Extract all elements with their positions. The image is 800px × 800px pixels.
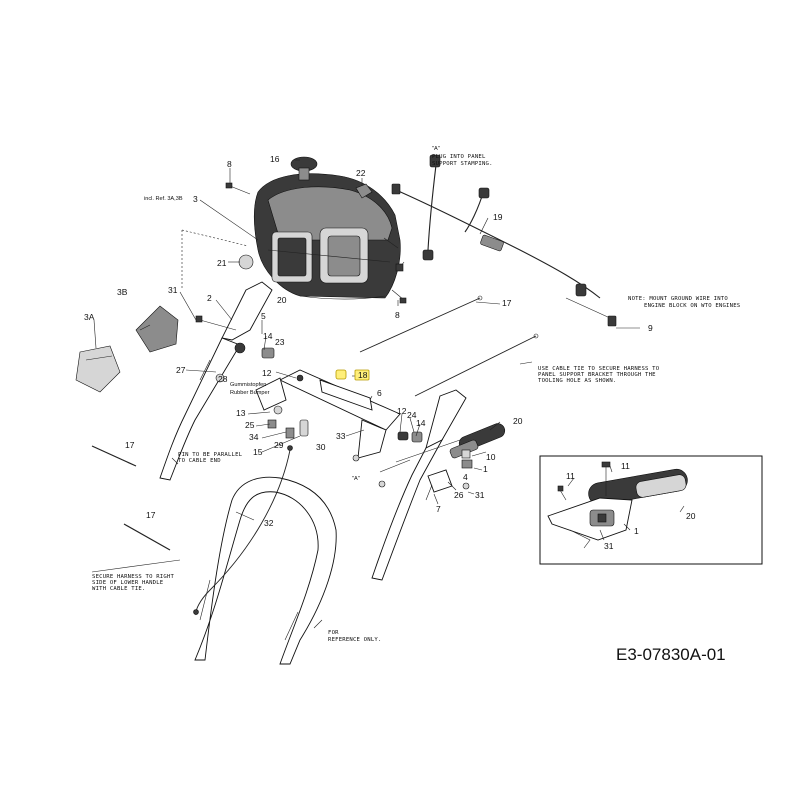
part-number: 20 (513, 416, 523, 426)
text-labels: incl. Ref. 3A,3B Gummistopfen Rubber Bum… (92, 146, 740, 664)
part-number-highlighted: 18 (358, 370, 368, 380)
part-number: 15 (253, 447, 263, 457)
part-number: 3 (193, 194, 198, 204)
part-number: 16 (270, 154, 280, 164)
pin-note-line: TO CABLE END (178, 458, 221, 464)
part-number: 11 (621, 461, 630, 471)
part-number: 17 (502, 298, 512, 308)
cable-tie-note-line: TOOLING HOLE AS SHOWN. (538, 378, 617, 384)
part-number: 1 (634, 526, 639, 536)
part-number: 21 (217, 258, 227, 268)
highlighted-part-18 (335, 369, 347, 380)
ground-note-line: ENGINE BLOCK ON WTO ENGINES (644, 303, 740, 309)
part-number: 17 (125, 440, 135, 450)
cable-tie-note-line: PANEL SUPPORT BRACKET THROUGH THE (538, 372, 656, 378)
part-number: 11 (566, 471, 575, 481)
harness-note-line: WITH CABLE TIE. (92, 586, 146, 592)
part-number: 3B (117, 287, 128, 297)
detail-inset (539, 455, 763, 565)
part-number: 14 (416, 418, 426, 428)
part-number: 23 (275, 337, 285, 347)
a-mark-label: "A" (352, 476, 360, 482)
part-number: 2 (207, 293, 212, 303)
part-number: 22 (356, 168, 366, 178)
part-number: 1 (483, 464, 488, 474)
part-number: 31 (604, 541, 614, 551)
plug-note-line: PLUG INTO PANEL (432, 154, 486, 160)
part-number: 24 (407, 410, 417, 420)
part-number: 31 (475, 490, 485, 500)
lower-handle (193, 445, 337, 665)
part-number: 3A (84, 312, 95, 322)
left-upper-handle (159, 281, 275, 481)
harness-note-line: SIDE OF LOWER HANDLE (92, 580, 164, 586)
part-number: 19 (493, 212, 503, 222)
control-cables (91, 295, 539, 551)
rubber-bumper-label-de: Gummistopfen (230, 382, 266, 388)
rubber-bumper-label-en: Rubber Bumper (230, 390, 270, 396)
harness-note-line: SECURE HARNESS TO RIGHT (92, 574, 174, 580)
part-number: 5 (261, 311, 266, 321)
incl-ref-label: incl. Ref. 3A,3B (144, 196, 183, 202)
part-number: 20 (686, 511, 696, 521)
document-id: E3-07830A-01 (616, 645, 726, 664)
part-number: 8 (227, 159, 232, 169)
cable-tie-note-line: USE CABLE TIE TO SECURE HARNESS TO (538, 366, 660, 372)
pin-note-line: PIN TO BE PARALLEL (178, 452, 243, 458)
part-number: 13 (236, 408, 246, 418)
part-number: 34 (249, 432, 259, 442)
panel-support-bracket (255, 369, 423, 488)
part-number: 25 (245, 420, 255, 430)
part-number: 8 (395, 310, 400, 320)
part-number: 17 (146, 510, 156, 520)
a-mark-label: "A" (432, 146, 440, 152)
part-number: 26 (454, 490, 464, 500)
part-number: 20 (277, 295, 287, 305)
part-number: 7 (436, 504, 441, 514)
part-number: 9 (648, 323, 653, 333)
reference-note-line: FOR (328, 630, 339, 636)
part-number: 12 (397, 406, 407, 416)
part-number: 33 (336, 431, 346, 441)
part-number: 12 (262, 368, 272, 378)
part-number: 6 (377, 388, 382, 398)
part-number: 27 (176, 365, 186, 375)
part-number: 30 (316, 442, 326, 452)
reference-note-line: REFERENCE ONLY. (328, 637, 382, 643)
plug-note-line: SUPPORT STAMPING. (432, 161, 493, 167)
part-number-labels: 16 22 8 3 21 8 19 17 9 3B 3A 31 2 20 5 1… (84, 154, 696, 551)
part-number: 4 (463, 472, 468, 482)
leader-lines (91, 159, 685, 629)
dashboard-console (225, 156, 407, 304)
part-number: 14 (263, 331, 273, 341)
part-number: 29 (274, 440, 284, 450)
part-number: 10 (486, 452, 496, 462)
wiring-harness (391, 154, 617, 327)
ground-note-line: NOTE: MOUNT GROUND WIRE INTO (628, 296, 728, 302)
part-number: 28 (218, 374, 228, 384)
right-upper-handle (371, 389, 506, 581)
chute-parts (75, 305, 179, 393)
part-number: 32 (264, 518, 274, 528)
part-number: 31 (168, 285, 178, 295)
